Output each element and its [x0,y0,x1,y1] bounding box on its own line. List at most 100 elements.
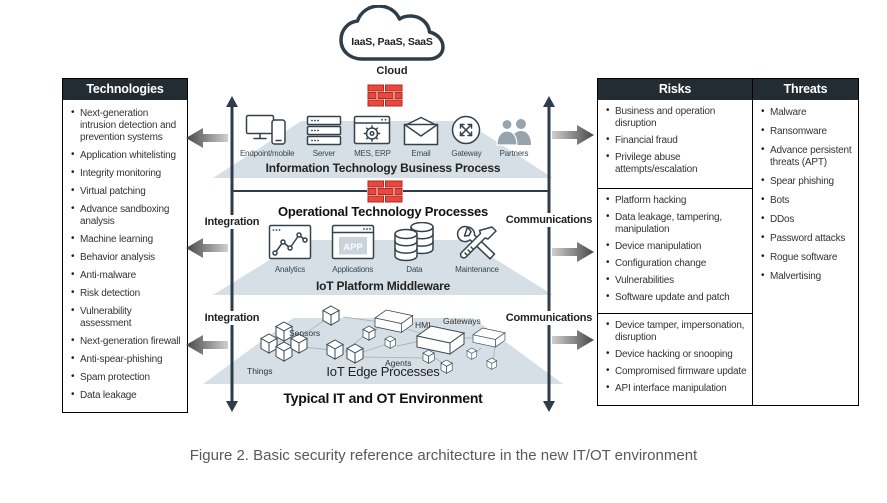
hmi-label: HMI [415,320,431,330]
gateways-label: Gateways [443,316,481,326]
threats-list: MalwareRansomwareAdvance persistent thre… [753,100,858,287]
app-text: APP [343,242,363,253]
middleware-layer-title: IoT Platform Middleware [315,279,451,293]
environment-title: Typical IT and OT Environment [283,390,483,406]
list-item: Malware [761,106,855,119]
server-icon [306,115,342,146]
firewall-brick-icon [367,180,403,203]
list-item: Data leakage, tampering, manipulation [606,211,748,236]
icon-label: Server [312,149,336,158]
cloud-group: IaaS, PaaS, SaaS Cloud [336,4,448,77]
risks-threats-table: Risks Business and operation disruptionF… [597,78,859,406]
email-item: Email [403,116,439,158]
list-item: Spam protection [71,371,182,384]
edge-network-links [294,316,496,367]
mes-erp-icon [354,115,391,145]
risks-list-edge: Device tamper, impersonation, disruption… [598,314,752,399]
communications-label: Communications [504,311,594,325]
integration-axis-arrow [226,96,238,412]
communications-label: Communications [504,213,594,227]
technologies-list: Next-generation intrusion detection and … [63,100,187,412]
right-arrow-icon [552,330,594,350]
cloud-label: Cloud [376,65,408,77]
list-item: Data leakage [71,389,182,402]
list-item: Device manipulation [606,240,748,253]
endpoint-mobile-item: Endpoint/mobile [240,114,295,158]
gateway-icon [452,115,481,145]
icon-label: Maintenance [455,265,499,274]
threats-column: Threats MalwareRansomwareAdvance persist… [753,79,858,405]
list-item: Anti-spear-phishing [71,353,182,366]
agents-label: Agents [385,358,411,368]
list-item: Spear phishing [761,175,855,188]
right-arrow-icon [552,242,594,262]
list-item: Next-generation firewall [71,335,182,348]
list-item: Device tamper, impersonation, disruption [606,319,748,344]
list-item: Application whitelisting [71,149,182,162]
list-item: Compromised firmware update [606,365,748,378]
list-item: Software update and patch [606,291,748,304]
edge-network: Things Sensors HMI Agents Gateways [247,305,506,376]
list-item: Password attacks [761,232,855,245]
list-item: Integrity monitoring [71,167,182,180]
list-item: Vulnerability assessment [71,305,182,330]
ot-processes-heading: Operational Technology Processes [277,204,489,219]
list-item: Behavior analysis [71,251,182,264]
analytics-item: Analytics [268,224,312,274]
list-item: Privilege abuse attempts/escalation [606,151,748,176]
cube-icon [346,343,364,364]
mes-erp-item: MES, ERP [353,115,391,158]
risks-header: Risks [598,79,752,100]
icon-label: Data [406,265,423,274]
list-item: DDos [761,213,855,226]
right-arrow-icon [552,125,594,145]
cube-icon [384,335,396,349]
list-item: Rogue software [761,251,855,264]
technologies-panel: Technologies Next-generation intrusion d… [62,78,188,413]
edge-layer-title: IoT Edge Processes [326,364,440,379]
cube-icon [275,341,293,362]
list-item: Anti-malware [71,269,182,282]
risks-column: Risks Business and operation disruptionF… [598,79,753,405]
figure-caption: Figure 2. Basic security reference archi… [189,447,698,464]
applications-icon: APP [331,224,374,260]
icon-label: MES, ERP [354,149,391,158]
gateway-item: Gateway [450,114,482,158]
partners-icon [496,118,531,146]
it-layer-title: Information Technology Business Process [265,161,501,175]
cloud-icon [339,4,445,61]
icon-label: Partners [499,149,529,158]
left-arrow-icon [186,335,228,355]
list-item: Ransomware [761,125,855,138]
maintenance-item: Maintenance [454,224,500,274]
left-arrow-icon [186,238,228,258]
threats-header: Threats [753,79,858,100]
things-label: Things [247,366,273,376]
cube-icon [326,339,344,360]
left-arrow-icon [186,128,228,148]
sensors-label: Sensors [289,328,320,338]
integration-label: Integration [199,215,265,229]
cube-icon [422,349,435,364]
cloud-services-label: IaaS, PaaS, SaaS [351,36,433,48]
icon-label: Analytics [274,265,306,274]
integration-label: Integration [199,311,265,325]
list-item: Device hacking or snooping [606,348,748,361]
cube-icon [322,305,340,326]
risks-list-it: Business and operation disruptionFinanci… [598,100,752,180]
list-item: Advance sandboxing analysis [71,203,182,228]
edge-box-icon [472,327,506,348]
risks-section-it: Business and operation disruptionFinanci… [598,100,752,188]
email-icon [403,116,439,146]
risks-section-middleware: Platform hackingData leakage, tampering,… [598,188,752,313]
gateways-box-icon [416,325,465,355]
technologies-header: Technologies [63,79,187,100]
cube-icon [362,325,376,341]
risks-list-middleware: Platform hackingData leakage, tampering,… [598,189,752,308]
middleware-icon-row: Analytics APP Applications [268,221,500,274]
icon-label: Applications [332,265,374,274]
firewall-brick-icon [367,84,403,107]
it-icon-row: Endpoint/mobile Server [240,100,534,158]
server-item: Server [306,115,342,158]
